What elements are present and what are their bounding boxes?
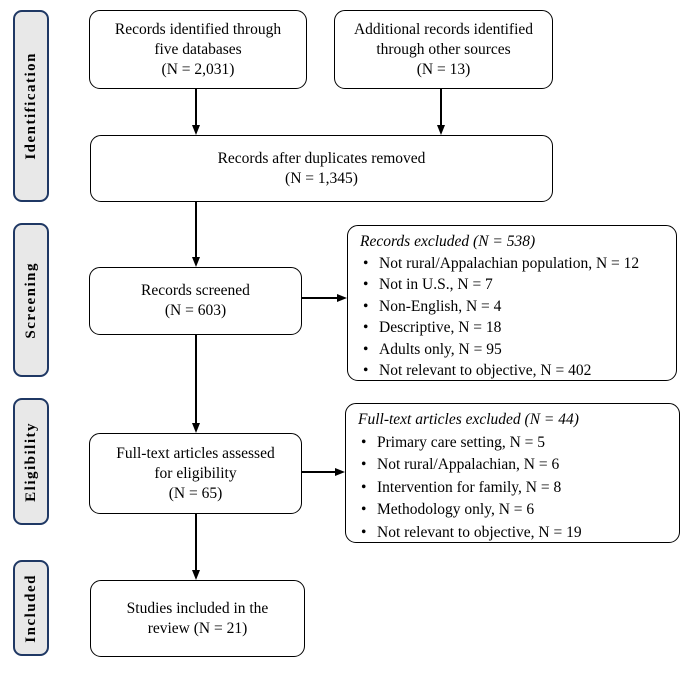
stage-eligibility-label: Eligibility bbox=[22, 421, 39, 502]
stage-screening: Screening bbox=[13, 223, 49, 377]
box-records-screened: Records screened (N = 603) bbox=[89, 267, 302, 335]
box-fulltext-assessed: Full-text articles assessed for eligibil… bbox=[89, 433, 302, 514]
records-excluded-list: Not rural/Appalachian population, N = 12… bbox=[360, 253, 668, 382]
box-records-identified-text: Records identified through five database… bbox=[114, 20, 282, 78]
fulltext-excluded-list: Primary care setting, N = 5 Not rural/Ap… bbox=[358, 432, 671, 545]
box-fulltext-assessed-text: Full-text articles assessed for eligibil… bbox=[116, 444, 275, 502]
box-fulltext-excluded-title: Full-text articles excluded (N = 44) bbox=[358, 411, 579, 428]
list-item: Primary care setting, N = 5 bbox=[358, 432, 671, 455]
stage-screening-label: Screening bbox=[22, 261, 39, 339]
box-additional-records-text: Additional records identified through ot… bbox=[353, 20, 534, 78]
list-item: Not rural/Appalachian, N = 6 bbox=[358, 454, 671, 477]
list-item: Not in U.S., N = 7 bbox=[360, 274, 668, 296]
arrow-additional-to-dedup bbox=[440, 89, 442, 125]
arrow-fulltext-to-included bbox=[195, 514, 197, 570]
arrow-screened-to-fulltext bbox=[195, 335, 197, 423]
arrow-fulltext-to-excluded bbox=[302, 471, 335, 473]
box-records-excluded: Records excluded (N = 538) Not rural/App… bbox=[347, 225, 677, 381]
list-item: Adults only, N = 95 bbox=[360, 339, 668, 361]
box-records-excluded-title: Records excluded (N = 538) bbox=[360, 233, 536, 250]
list-item: Not rural/Appalachian population, N = 12 bbox=[360, 253, 668, 275]
arrow-screened-to-excluded bbox=[302, 297, 337, 299]
stage-included: Included bbox=[13, 560, 49, 656]
list-item: Descriptive, N = 18 bbox=[360, 317, 668, 339]
list-item: Not relevant to objective, N = 402 bbox=[360, 360, 668, 382]
box-additional-records: Additional records identified through ot… bbox=[334, 10, 553, 89]
box-records-screened-text: Records screened (N = 603) bbox=[141, 282, 250, 319]
stage-eligibility: Eligibility bbox=[13, 398, 49, 525]
stage-identification: Identification bbox=[13, 10, 49, 202]
box-duplicates-removed-text: Records after duplicates removed (N = 1,… bbox=[217, 149, 426, 187]
stage-included-label: Included bbox=[22, 573, 39, 643]
list-item: Non-English, N = 4 bbox=[360, 296, 668, 318]
list-item: Not relevant to objective, N = 19 bbox=[358, 522, 671, 545]
box-duplicates-removed: Records after duplicates removed (N = 1,… bbox=[90, 135, 553, 202]
box-studies-included: Studies included in the review (N = 21) bbox=[90, 580, 305, 657]
stage-identification-label: Identification bbox=[22, 52, 39, 160]
box-studies-included-text: Studies included in the review (N = 21) bbox=[126, 599, 269, 637]
list-item: Methodology only, N = 6 bbox=[358, 499, 671, 522]
arrow-identified-to-dedup bbox=[195, 89, 197, 125]
list-item: Intervention for family, N = 8 bbox=[358, 477, 671, 500]
box-fulltext-excluded: Full-text articles excluded (N = 44) Pri… bbox=[345, 403, 680, 545]
arrow-dedup-to-screened bbox=[195, 202, 197, 257]
box-records-identified: Records identified through five database… bbox=[89, 10, 307, 89]
